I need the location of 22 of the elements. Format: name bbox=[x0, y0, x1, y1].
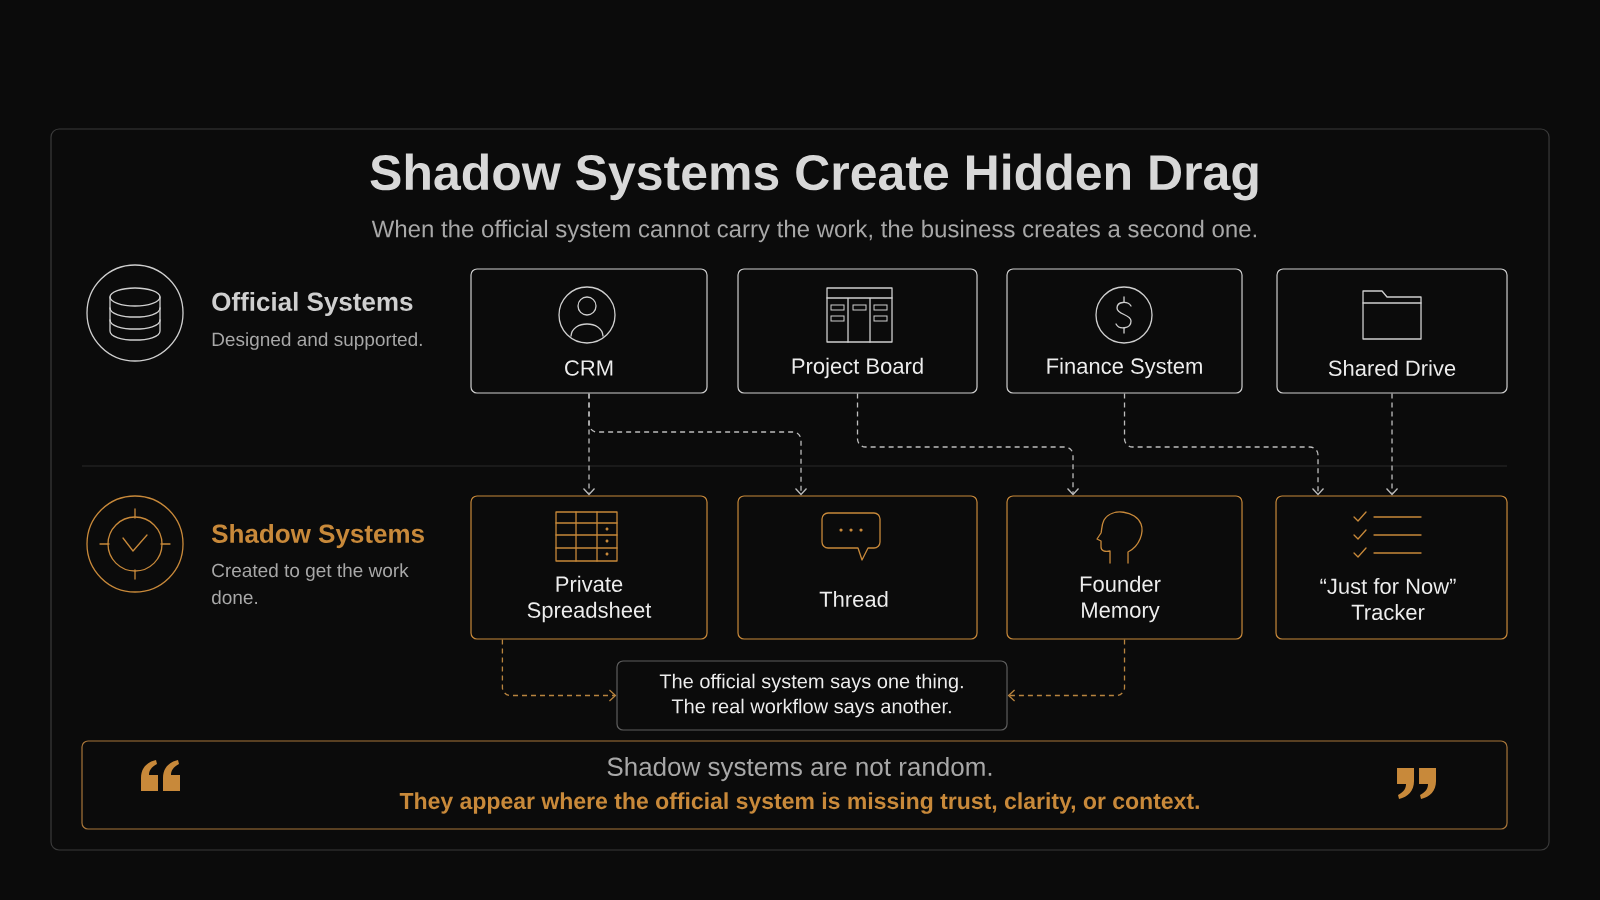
section-heading: Shadow Systems bbox=[211, 523, 424, 549]
system-box: “Just for Now” Tracker bbox=[1275, 495, 1508, 640]
arrow bbox=[501, 638, 617, 702]
system-box: Founder Memory bbox=[1006, 495, 1243, 640]
subtitle: When the official system cannot carry the work, the business creates a second one. bbox=[371, 219, 1256, 243]
arrow bbox=[1007, 638, 1126, 702]
arrow bbox=[1385, 392, 1399, 496]
system-box: Thread bbox=[737, 495, 978, 640]
arrow bbox=[856, 392, 1080, 496]
title: Shadow Systems Create Hidden Drag bbox=[370, 153, 1258, 201]
system-box: Shared Drive bbox=[1276, 268, 1508, 394]
system-box: Finance System bbox=[1006, 268, 1243, 394]
section-heading: Official Systems bbox=[212, 291, 413, 317]
arrow bbox=[588, 392, 808, 496]
arrow bbox=[1123, 392, 1325, 496]
quote-box: Shadow systems are not random. They appear where the official system is missing trust, clarity, or context. bbox=[81, 740, 1508, 830]
note-box: The official system says one thing. The real workflow says another. bbox=[616, 660, 1008, 731]
section-description: Designed and supported. bbox=[212, 332, 422, 350]
section-description: Created to get the work done. bbox=[212, 563, 409, 605]
system-box: Project Board bbox=[737, 268, 978, 394]
system-box: Private Spreadsheet bbox=[470, 495, 708, 640]
system-box: CRM bbox=[470, 268, 708, 394]
